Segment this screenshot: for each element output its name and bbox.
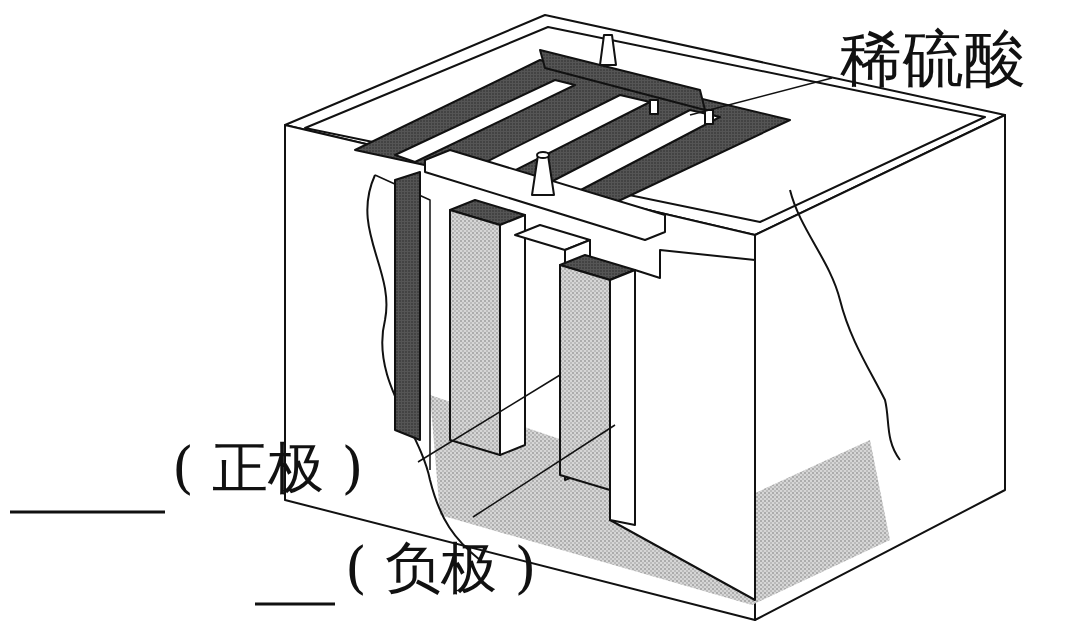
part-label: ( 负极 ) [345,540,536,596]
part-label: 稀硫酸 [840,28,1026,90]
part-label: ( 正极 ) [172,440,363,496]
